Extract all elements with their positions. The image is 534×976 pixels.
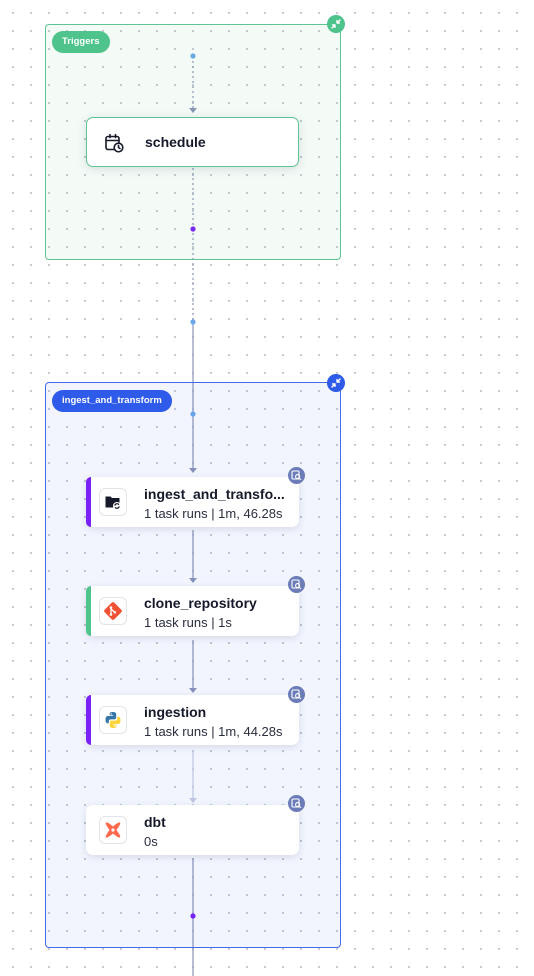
logs-search-icon (291, 689, 302, 700)
task-subtitle: 1 task runs | 1m, 44.28s (144, 724, 283, 739)
logs-search-icon (291, 470, 302, 481)
collapse-icon (331, 378, 341, 388)
ingest-group-label: ingest_and_transform (52, 390, 172, 412)
status-bar (86, 477, 91, 527)
task-node-dbt[interactable]: dbt 0s (86, 805, 299, 855)
node-title: schedule (145, 134, 206, 150)
task-logs-button[interactable] (288, 795, 305, 812)
status-bar (86, 695, 91, 745)
task-title: ingestion (144, 704, 207, 720)
git-icon (99, 597, 127, 625)
task-logs-button[interactable] (288, 467, 305, 484)
task-node-ingestion[interactable]: ingestion 1 task runs | 1m, 44.28s (86, 695, 299, 745)
triggers-group-label: Triggers (52, 31, 110, 53)
logs-search-icon (291, 579, 302, 590)
task-node-clone-repository[interactable]: clone_repository 1 task runs | 1s (86, 586, 299, 636)
collapse-icon (331, 19, 341, 29)
collapse-ingest-button[interactable] (327, 374, 345, 392)
status-bar (86, 586, 91, 636)
task-subtitle: 1 task runs | 1m, 46.28s (144, 506, 283, 521)
task-subtitle: 0s (144, 834, 158, 849)
task-title: clone_repository (144, 595, 257, 611)
python-icon (99, 706, 127, 734)
task-title: dbt (144, 814, 166, 830)
folder-sync-icon (99, 488, 127, 516)
task-node-ingest-and-transform[interactable]: ingest_and_transfo... 1 task runs | 1m, … (86, 477, 299, 527)
task-logs-button[interactable] (288, 576, 305, 593)
calendar-clock-icon (100, 129, 128, 157)
schedule-node[interactable]: schedule (86, 117, 299, 167)
task-title: ingest_and_transfo... (144, 486, 285, 502)
task-subtitle: 1 task runs | 1s (144, 615, 232, 630)
task-logs-button[interactable] (288, 686, 305, 703)
dbt-icon (99, 816, 127, 844)
collapse-triggers-button[interactable] (327, 15, 345, 33)
logs-search-icon (291, 798, 302, 809)
